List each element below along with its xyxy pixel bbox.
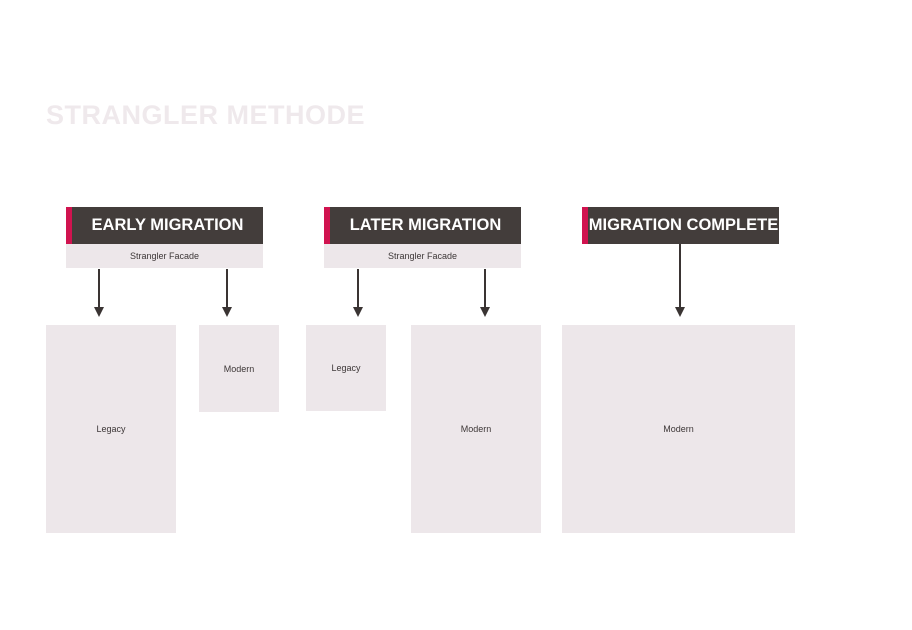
stage-label: EARLY MIGRATION	[91, 216, 244, 234]
accent-bar	[66, 207, 72, 244]
system-label: Legacy	[96, 424, 126, 434]
system-label: Legacy	[331, 363, 361, 373]
accent-bar	[582, 207, 588, 244]
modern-system-later: Modern	[411, 325, 541, 533]
modern-system-early: Modern	[199, 325, 279, 412]
stage-label: LATER MIGRATION	[349, 216, 502, 234]
stage-header-migration-complete: MIGRATION COMPLETE	[582, 207, 779, 244]
arrow-later-modern	[480, 269, 490, 317]
system-label: Modern	[663, 424, 694, 434]
accent-bar	[324, 207, 330, 244]
stage-header-later-migration: LATER MIGRATION	[324, 207, 521, 244]
arrow-early-legacy	[94, 269, 104, 317]
page-title: STRANGLER METHODE	[46, 100, 365, 130]
stage-label: MIGRATION COMPLETE	[588, 216, 779, 234]
arrow-later-legacy	[353, 269, 363, 317]
legacy-system-early: Legacy	[46, 325, 176, 533]
modern-system-complete: Modern	[562, 325, 795, 533]
legacy-system-later: Legacy	[306, 325, 386, 411]
system-label: Modern	[223, 363, 255, 374]
arrow-complete-modern	[675, 244, 685, 317]
arrow-early-modern	[222, 269, 232, 317]
strangler-facade-early: Strangler Facade	[66, 244, 263, 268]
system-label: Modern	[460, 424, 492, 434]
stage-header-early-migration: EARLY MIGRATION	[66, 207, 263, 244]
strangler-facade-later: Strangler Facade	[324, 244, 521, 268]
